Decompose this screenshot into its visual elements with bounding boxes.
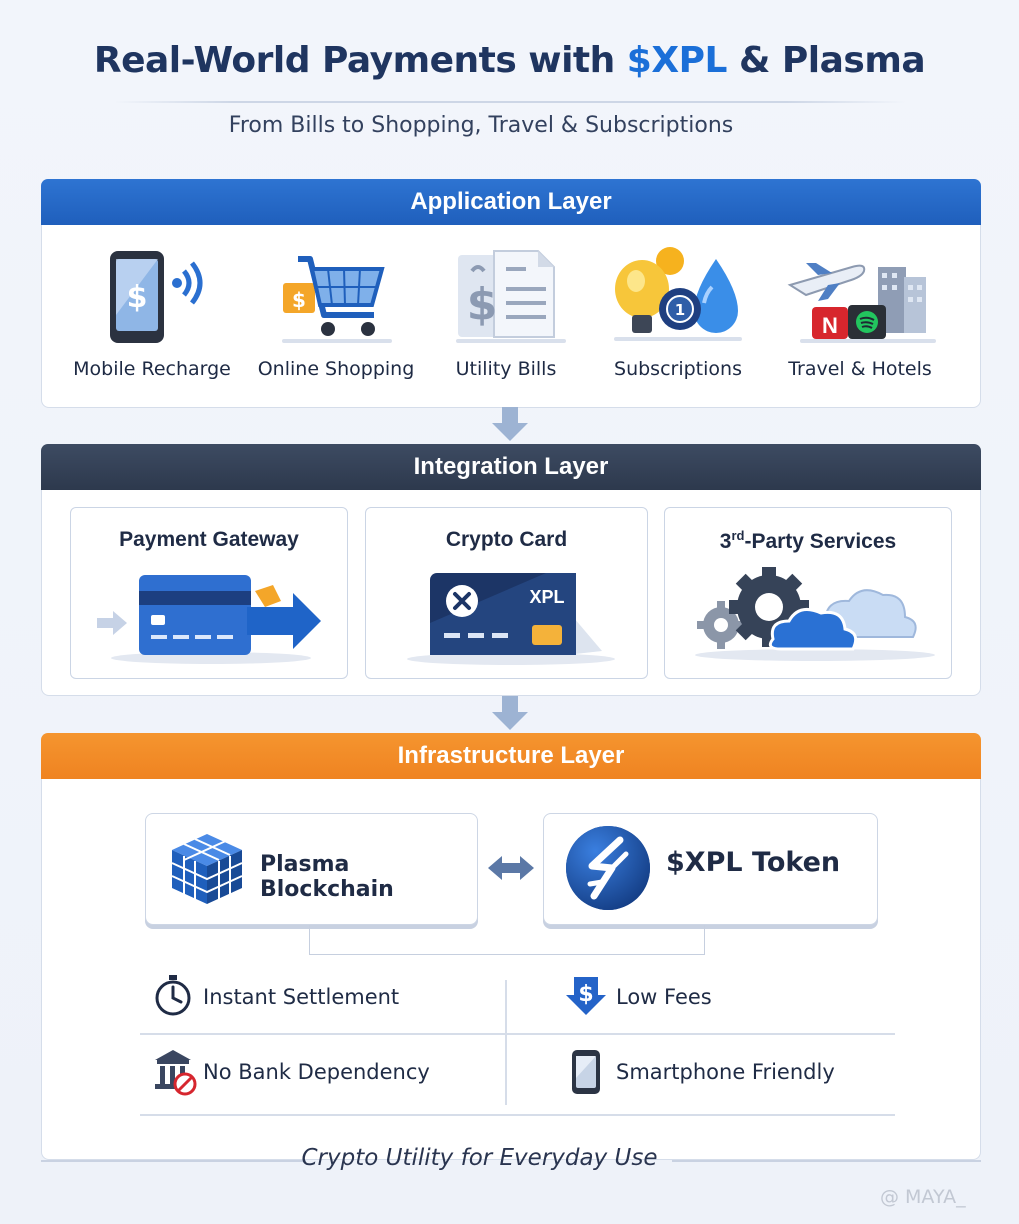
app-item-online-shopping[interactable]: $ Online Shopping xyxy=(246,245,426,395)
svg-text:$: $ xyxy=(467,279,498,330)
title-number: 3 xyxy=(720,530,732,553)
app-item-subscriptions[interactable]: 1 Subscriptions xyxy=(588,245,768,395)
feature-label: Smartphone Friendly xyxy=(616,1060,835,1084)
utilities-bulb-drop-icon: 1 xyxy=(588,245,768,350)
crypto-card-card[interactable]: Crypto Card XPL xyxy=(365,507,648,679)
stopwatch-icon xyxy=(153,973,193,1017)
app-item-label: Travel & Hotels xyxy=(770,358,950,380)
title-rest: -Party Services xyxy=(744,530,896,553)
bill-document-icon: $ xyxy=(416,245,596,350)
feature-divider-vertical xyxy=(505,980,507,1105)
svg-text:N: N xyxy=(822,313,838,338)
feature-instant-settlement: Instant Settlement xyxy=(145,973,505,1023)
payment-card-arrow-icon xyxy=(71,563,347,673)
svg-text:$: $ xyxy=(578,982,593,1007)
app-item-mobile-recharge[interactable]: $ Mobile Recharge xyxy=(62,245,242,395)
svg-text:1: 1 xyxy=(675,301,685,319)
app-item-label: Mobile Recharge xyxy=(62,358,242,380)
bidirectional-arrow-icon xyxy=(486,853,536,883)
xpl-token-box[interactable]: $XPL Token xyxy=(543,813,878,925)
travel-plane-hotel-icon: N xyxy=(770,245,950,350)
feature-label: Instant Settlement xyxy=(203,985,399,1009)
feature-smartphone-friendly: Smartphone Friendly xyxy=(558,1048,898,1098)
feature-label: No Bank Dependency xyxy=(203,1060,430,1084)
payment-gateway-card[interactable]: Payment Gateway xyxy=(70,507,348,679)
app-item-label: Online Shopping xyxy=(246,358,426,380)
feature-no-bank-dependency: No Bank Dependency xyxy=(145,1048,505,1098)
xpl-token-logo-icon xyxy=(564,824,652,912)
token-label: $XPL Token xyxy=(666,847,840,878)
feature-divider xyxy=(140,1033,895,1035)
svg-text:$: $ xyxy=(292,288,306,312)
dollar-down-arrow-icon: $ xyxy=(566,973,606,1017)
title-end: & Plasma xyxy=(727,40,925,81)
integration-layer-header: Integration Layer xyxy=(41,444,981,490)
card-title: Payment Gateway xyxy=(71,528,347,552)
smartphone-icon xyxy=(566,1048,606,1096)
footer-tagline: Crypto Utility for Everyday Use xyxy=(0,1145,989,1171)
feature-divider xyxy=(140,1114,895,1116)
svg-text:$: $ xyxy=(127,280,148,315)
third-party-services-card[interactable]: 3rd-Party Services xyxy=(664,507,952,679)
app-item-label: Utility Bills xyxy=(416,358,596,380)
down-arrow-icon xyxy=(490,694,530,734)
gears-cloud-icon xyxy=(665,563,951,673)
title-superscript: rd xyxy=(731,528,744,543)
down-arrow-icon xyxy=(490,405,530,445)
app-item-utility-bills[interactable]: $ Utility Bills xyxy=(416,245,596,395)
shopping-cart-icon: $ xyxy=(246,245,426,350)
feature-label: Low Fees xyxy=(616,985,712,1009)
infrastructure-layer-header: Infrastructure Layer xyxy=(41,733,981,779)
connector-bracket xyxy=(309,925,705,955)
plasma-blockchain-box[interactable]: Plasma Blockchain xyxy=(145,813,478,925)
blockchain-label: Plasma Blockchain xyxy=(260,852,477,902)
title-accent: $XPL xyxy=(627,40,727,81)
title-main: Real-World Payments with xyxy=(94,40,627,81)
app-item-label: Subscriptions xyxy=(588,358,768,380)
watermark: @ MAYA_ xyxy=(880,1186,966,1208)
page-title: Real-World Payments with $XPL & Plasma xyxy=(0,40,1019,81)
card-title: 3rd-Party Services xyxy=(665,528,951,554)
blockchain-cube-icon xyxy=(168,830,246,908)
card-title: Crypto Card xyxy=(366,528,647,552)
feature-low-fees: $ Low Fees xyxy=(558,973,898,1023)
title-divider xyxy=(115,101,905,103)
app-item-travel-hotels[interactable]: N Travel & Hotels xyxy=(770,245,950,395)
application-layer-header: Application Layer xyxy=(41,179,981,225)
mobile-recharge-icon: $ xyxy=(62,245,242,350)
card-text: XPL xyxy=(529,587,564,607)
no-bank-icon xyxy=(153,1048,197,1096)
crypto-card-icon: XPL xyxy=(366,563,647,673)
page-subtitle: From Bills to Shopping, Travel & Subscri… xyxy=(0,113,962,138)
